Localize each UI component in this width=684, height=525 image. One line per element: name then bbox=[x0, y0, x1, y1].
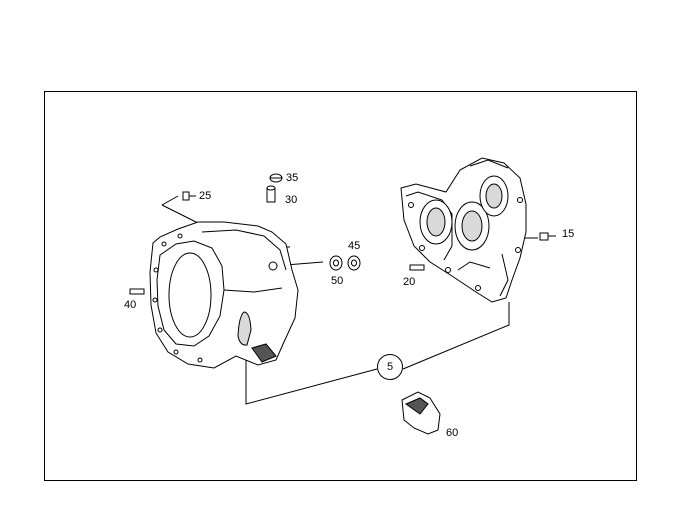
seal-50-inner bbox=[333, 259, 339, 267]
case-bottom-rib bbox=[457, 261, 491, 271]
bolt-boss bbox=[419, 245, 425, 251]
callout-45-label: 45 bbox=[348, 240, 361, 252]
seal-50 bbox=[329, 255, 343, 271]
small-parts bbox=[129, 173, 556, 435]
callout-40-label: 40 bbox=[124, 299, 137, 311]
callout-5-label: 5 bbox=[386, 361, 394, 373]
callout-20-label: 20 bbox=[403, 276, 416, 288]
callout-50-label: 50 bbox=[331, 275, 344, 287]
pin-20-body bbox=[409, 264, 425, 271]
bell-housing-hole bbox=[268, 261, 278, 271]
bolt-hole bbox=[152, 297, 158, 303]
leader-25 bbox=[161, 204, 203, 226]
leader-lines bbox=[161, 195, 538, 405]
callout-5-circle: 5 bbox=[377, 354, 403, 380]
bracket-60 bbox=[401, 391, 441, 435]
diagram-frame bbox=[44, 91, 637, 481]
leader-5-left bbox=[245, 350, 378, 405]
bell-housing-boss bbox=[237, 311, 252, 346]
washer-45 bbox=[347, 255, 361, 271]
bolt-boss bbox=[475, 285, 481, 291]
bolt-boss bbox=[515, 247, 521, 253]
pin-30-top bbox=[266, 185, 276, 191]
bolt-hole bbox=[153, 267, 159, 273]
cap-35 bbox=[269, 173, 283, 183]
case-bore-1-inner bbox=[426, 207, 446, 237]
leader-5-right bbox=[402, 302, 510, 370]
case-top-rib bbox=[469, 159, 509, 169]
bolt-15 bbox=[539, 232, 556, 241]
pin-30 bbox=[266, 185, 276, 203]
bolt-25-head bbox=[182, 191, 190, 201]
bolt-hole bbox=[197, 357, 203, 363]
callout-60-label: 60 bbox=[446, 427, 459, 439]
bolt-hole bbox=[161, 241, 167, 247]
bolt-hole bbox=[157, 327, 163, 333]
case-bolt-bosses bbox=[408, 197, 523, 291]
bolt-25 bbox=[182, 191, 196, 201]
bolt-boss bbox=[517, 197, 523, 203]
bolt-15-head bbox=[539, 232, 549, 241]
callout-15-label: 15 bbox=[562, 228, 575, 240]
bell-housing bbox=[149, 221, 299, 369]
flange-bolt-holes bbox=[152, 233, 203, 363]
transmission-case bbox=[400, 157, 527, 303]
bell-housing-ridge-mid bbox=[223, 287, 283, 293]
bolt-hole bbox=[177, 233, 183, 239]
callout-25-label: 25 bbox=[199, 190, 212, 202]
bell-housing-ridge-top bbox=[201, 229, 287, 271]
bolt-hole bbox=[173, 349, 179, 355]
pin-40-body bbox=[129, 288, 145, 295]
bell-housing-bore bbox=[168, 252, 212, 338]
case-bore-3-inner bbox=[485, 183, 503, 209]
leader-25-tick bbox=[161, 195, 179, 206]
bracket-60-face bbox=[404, 397, 429, 415]
pin-20 bbox=[409, 264, 425, 271]
bell-housing-foot bbox=[251, 343, 277, 363]
bolt-boss bbox=[408, 202, 414, 208]
pin-40 bbox=[129, 288, 145, 295]
case-bore-2-inner bbox=[461, 210, 483, 242]
washer-45-inner bbox=[351, 259, 357, 267]
callout-35-label: 35 bbox=[286, 172, 299, 184]
bolt-boss bbox=[445, 267, 451, 273]
case-side-rib bbox=[499, 253, 509, 297]
callout-30-label: 30 bbox=[285, 194, 298, 206]
